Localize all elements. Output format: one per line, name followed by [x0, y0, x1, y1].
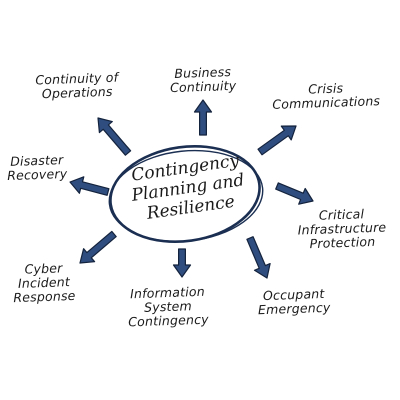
- topic-information-system-contingency: Information System Contingency: [115, 284, 220, 330]
- arrow-business-continuity-icon: [193, 99, 213, 136]
- arrow-crisis-communications-icon: [257, 125, 297, 156]
- arrow-disaster-recovery-icon: [69, 176, 110, 196]
- center-ellipse: [108, 145, 264, 243]
- topic-occupant-emergency: Occupant Emergency: [246, 286, 343, 317]
- topic-crisis-communications: Crisis Communications: [262, 80, 391, 112]
- topic-disaster-recovery: Disaster Recovery: [2, 152, 73, 184]
- topic-line: Recovery: [6, 165, 68, 184]
- topic-critical-infrastructure-protection: Critical Infrastructure Protection: [289, 206, 394, 252]
- arrow-occupant-emergency-icon: [246, 236, 271, 279]
- arrow-critical-infrastructure-icon: [275, 182, 314, 205]
- arrow-cyber-incident-response-icon: [79, 230, 117, 264]
- arrow-information-system-icon: [172, 248, 192, 278]
- topic-line: Response: [13, 287, 76, 306]
- topic-cyber-incident-response: Cyber Incident Response: [7, 260, 80, 306]
- topic-continuity-of-operations: Continuity of Operations: [22, 70, 133, 102]
- topic-business-continuity: Business Continuity: [158, 64, 249, 95]
- arrow-continuity-of-operations-icon: [97, 117, 132, 156]
